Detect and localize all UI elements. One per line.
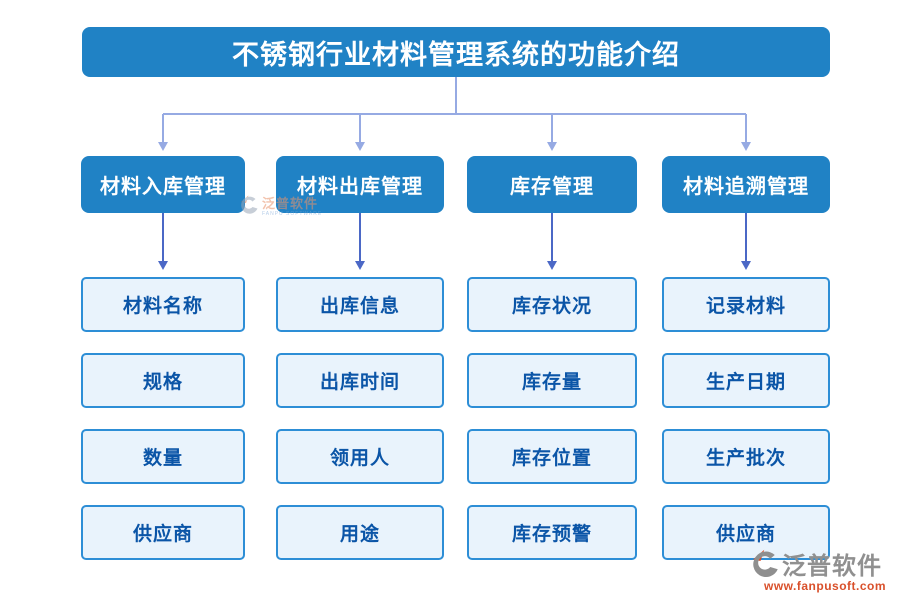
item-supplier-2: 供应商 [662, 505, 830, 560]
diagram-title: 不锈钢行业材料管理系统的功能介绍 [82, 27, 830, 77]
item-record-material: 记录材料 [662, 277, 830, 332]
item-inventory-location: 库存位置 [467, 429, 637, 484]
item-quantity: 数量 [81, 429, 245, 484]
watermark-center: 泛普软件 FANPU SOFTWARE [239, 195, 329, 217]
item-production-date: 生产日期 [662, 353, 830, 408]
column-header-material-tracing: 材料追溯管理 [662, 156, 830, 213]
watermark-footer: 泛普软件 www.fanpusoft.com [750, 546, 896, 593]
watermark-center-brand: 泛普软件 [262, 196, 319, 211]
item-inventory-status: 库存状况 [467, 277, 637, 332]
item-outbound-time: 出库时间 [276, 353, 444, 408]
item-outbound-info: 出库信息 [276, 277, 444, 332]
watermark-footer-url: www.fanpusoft.com [764, 579, 887, 593]
fanpu-logo-icon [753, 549, 778, 577]
item-specification: 规格 [81, 353, 245, 408]
fanpu-logo-icon [241, 195, 258, 214]
item-purpose: 用途 [276, 505, 444, 560]
column-header-inventory: 库存管理 [467, 156, 637, 213]
item-inventory-warning: 库存预警 [467, 505, 637, 560]
item-supplier-1: 供应商 [81, 505, 245, 560]
item-production-batch: 生产批次 [662, 429, 830, 484]
watermark-footer-brand: 泛普软件 [782, 553, 882, 580]
item-inventory-amount: 库存量 [467, 353, 637, 408]
watermark-center-subtext: FANPU SOFTWARE [262, 211, 323, 217]
item-recipient: 领用人 [276, 429, 444, 484]
column-header-material-outbound: 材料出库管理 [276, 156, 444, 213]
item-material-name: 材料名称 [81, 277, 245, 332]
column-header-material-inbound: 材料入库管理 [81, 156, 245, 213]
